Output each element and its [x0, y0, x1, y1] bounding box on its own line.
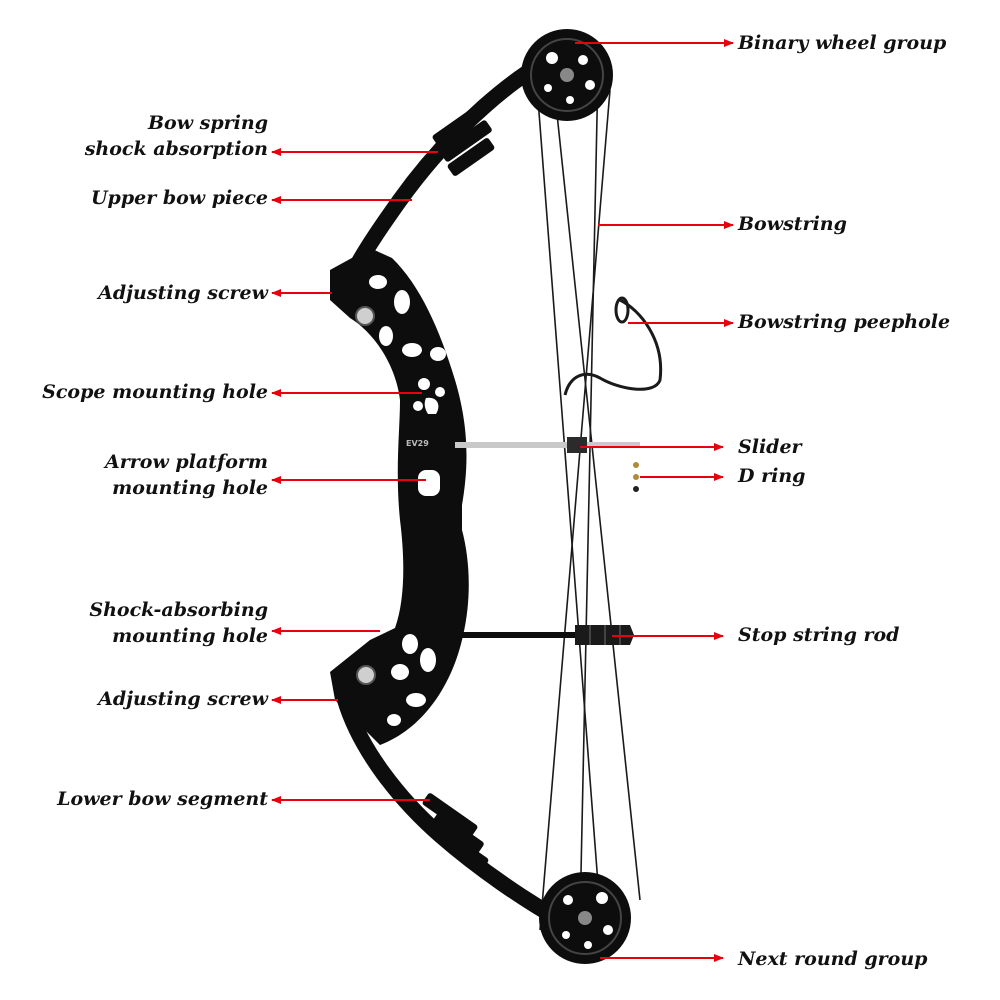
- peephole-ring: [614, 296, 630, 324]
- label-peephole: Bowstring peephole: [738, 309, 950, 335]
- label-line: Adjusting screw: [98, 282, 268, 304]
- label-next-round: Next round group: [738, 946, 927, 972]
- label-line: Stop string rod: [738, 624, 900, 646]
- adjusting-screw-top: [355, 306, 375, 326]
- label-adjusting-screw-top: Adjusting screw: [98, 280, 268, 306]
- riser-cutouts: [369, 275, 446, 726]
- label-line: Upper bow piece: [90, 187, 268, 209]
- riser: [330, 248, 469, 745]
- label-line: Scope mounting hole: [42, 381, 268, 403]
- label-lower-bow: Lower bow segment: [57, 786, 268, 812]
- lower-limb: [337, 692, 568, 928]
- slider-block: [567, 437, 587, 453]
- label-line: Adjusting screw: [98, 688, 268, 710]
- label-scope-mount: Scope mounting hole: [42, 379, 268, 405]
- label-line: Binary wheel group: [738, 32, 947, 54]
- label-line: Bow spring: [147, 112, 268, 134]
- label-line: shock absorption: [84, 138, 268, 160]
- label-line: Next round group: [738, 948, 928, 970]
- label-shock-absorbing: Shock-absorbing mounting hole: [89, 597, 268, 649]
- label-line: Bowstring peephole: [738, 311, 951, 333]
- callout-arrows: [271, 39, 734, 962]
- label-d-ring: D ring: [738, 463, 805, 489]
- bowstring-line: [579, 69, 599, 921]
- label-line: Bowstring: [738, 213, 847, 235]
- label-bow-spring: Bow spring shock absorption: [85, 110, 268, 162]
- cable-line-3: [539, 89, 611, 931]
- label-line: Shock-absorbing: [89, 599, 268, 621]
- label-binary-wheel: Binary wheel group: [738, 30, 946, 56]
- arrow-rest-rod: [455, 442, 640, 448]
- top-cam: [521, 29, 613, 121]
- lower-dampener: [422, 793, 489, 870]
- label-upper-bow: Upper bow piece: [91, 185, 268, 211]
- cable-line-1: [534, 59, 601, 911]
- peephole-cord: [563, 298, 663, 396]
- stop-string-rod: [462, 632, 580, 638]
- label-stop-rod: Stop string rod: [738, 622, 899, 648]
- adjusting-screw-bottom: [356, 665, 376, 685]
- riser-logo: EV29: [406, 439, 429, 448]
- label-line: Lower bow segment: [57, 788, 268, 810]
- label-line: mounting hole: [112, 625, 268, 647]
- upper-dampener: [432, 103, 495, 176]
- bottom-cam: [539, 872, 631, 964]
- cable-line-2: [554, 94, 641, 901]
- label-arrow-platform: Arrow platform mounting hole: [105, 449, 268, 501]
- label-line: Slider: [738, 436, 802, 458]
- bowstring-group: [534, 59, 641, 931]
- d-ring: [633, 462, 639, 492]
- label-line: Arrow platform: [105, 451, 268, 473]
- label-slider: Slider: [738, 434, 802, 460]
- label-adjusting-screw-bottom: Adjusting screw: [98, 686, 268, 712]
- label-line: mounting hole: [112, 477, 268, 499]
- label-bowstring: Bowstring: [738, 211, 847, 237]
- label-line: D ring: [738, 465, 806, 487]
